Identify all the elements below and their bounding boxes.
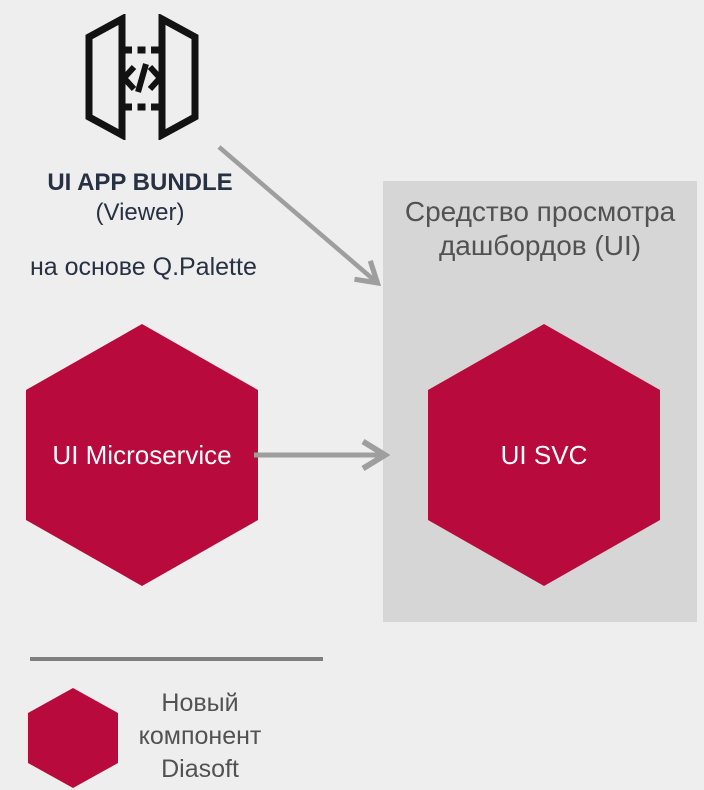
hexagon-shape bbox=[26, 324, 258, 586]
bundle-title: UI APP BUNDLE bbox=[47, 169, 233, 196]
bundle-caption: UI APP BUNDLE (Viewer) bbox=[20, 168, 260, 228]
legend-label-line1: Новый bbox=[161, 689, 239, 717]
node-ui-microservice: UI Microservice bbox=[26, 324, 258, 586]
node-label: UI SVC bbox=[500, 439, 588, 470]
code-bundle-icon bbox=[85, 14, 199, 140]
panel-title: Средство просмотра дашбордов (UI) bbox=[383, 195, 697, 263]
hexagon-shape bbox=[428, 324, 660, 586]
legend-label-line2: компонент bbox=[138, 722, 262, 750]
legend-divider-line bbox=[30, 657, 323, 661]
node-label: UI Microservice bbox=[52, 439, 232, 470]
legend-label-line3: Diasoft bbox=[161, 755, 239, 783]
bundle-subtitle: (Viewer) bbox=[95, 199, 185, 226]
panel-title-line2: дашбордов (UI) bbox=[438, 230, 642, 261]
panel-title-line1: Средство просмотра bbox=[404, 196, 676, 227]
legend-label: Новый компонент Diasoft bbox=[118, 687, 282, 786]
bundle-note: на основе Q.Palette bbox=[30, 253, 257, 281]
legend-hexagon-marker bbox=[28, 688, 118, 788]
node-ui-svc: UI SVC bbox=[428, 324, 660, 586]
